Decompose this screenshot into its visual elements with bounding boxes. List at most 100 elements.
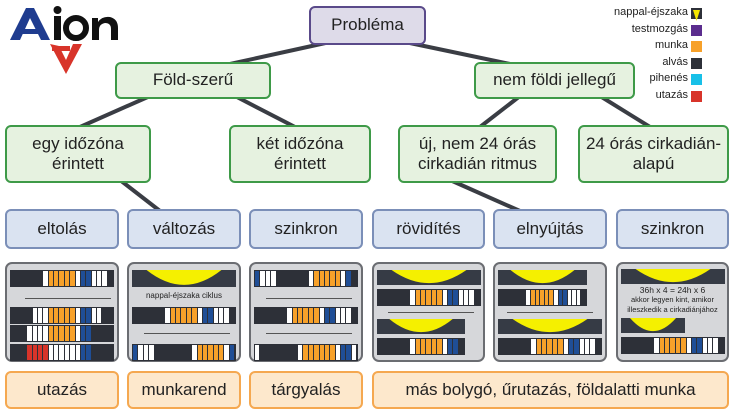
schedule-cell: [176, 308, 182, 323]
schedule-cell: [75, 271, 81, 286]
schedule-cell: [91, 345, 97, 360]
legend-swatch: [691, 41, 702, 53]
schedule-cell: [16, 345, 22, 360]
schedule-cell: [197, 308, 203, 323]
schedule-cell: [176, 345, 182, 360]
schedule-cell: [80, 271, 87, 286]
schedule-cell: [86, 345, 92, 360]
schedule-cell: [399, 290, 405, 305]
schedule-cell: [287, 345, 293, 360]
schedule-cell: [638, 338, 644, 353]
schedule-cell: [159, 345, 166, 360]
schedule-cell: [574, 339, 580, 354]
legend-swatch: [691, 57, 702, 69]
schedule-cell: [670, 338, 676, 353]
schedule-cell: [298, 345, 304, 360]
schedule-cell: [515, 339, 521, 354]
schedule-bar: [10, 270, 114, 287]
schedule-cell: [21, 326, 28, 341]
schedule-cell: [324, 308, 331, 323]
schedule-cell: [330, 271, 336, 286]
schedule-cell: [192, 345, 198, 360]
schedule-cell: [208, 345, 214, 360]
schedule-cell: [521, 290, 527, 305]
schedule-cell: [421, 339, 427, 354]
schedule-cell: [80, 308, 87, 323]
schedule-cell: [138, 345, 144, 360]
schedule-cell: [287, 308, 293, 323]
schedule-cell: [298, 271, 304, 286]
schedule-cell: [48, 308, 54, 323]
schedule-cell: [219, 308, 225, 323]
schedule-cell: [37, 271, 44, 286]
schedule-cell: [37, 308, 44, 323]
schedule-cell: [21, 345, 28, 360]
schedule-cell: [585, 339, 591, 354]
schedule-cell: [186, 345, 193, 360]
schedule-cell: [303, 308, 309, 323]
arrow-right: [144, 333, 230, 334]
schedule-cell: [27, 308, 33, 323]
schedule-cell: [154, 308, 160, 323]
schedule-cell: [154, 345, 160, 360]
schedule-cell: [143, 345, 150, 360]
schedule-cell: [16, 271, 22, 286]
schedule-cell: [21, 308, 28, 323]
schedule-cell: [80, 326, 87, 341]
schedule-cell: [298, 308, 304, 323]
schedule-cell: [107, 326, 114, 341]
schedule-cell: [525, 339, 532, 354]
schedule-cell: [567, 290, 573, 305]
schedule-cell: [654, 338, 660, 353]
schedule-cell: [265, 308, 272, 323]
schedule-cell: [335, 271, 341, 286]
schedule-cell: [64, 271, 71, 286]
schedule-cell: [388, 290, 395, 305]
schedule-cell: [255, 271, 261, 286]
schedule-cell: [54, 345, 60, 360]
schedule-cell: [70, 345, 76, 360]
schedule-cell: [383, 339, 389, 354]
schedule-cell: [431, 290, 438, 305]
schedule-cell: [351, 345, 358, 360]
schedule-cell: [292, 345, 298, 360]
schedule-cell: [97, 345, 103, 360]
schedule-cell: [378, 339, 384, 354]
schedule-cell: [341, 345, 347, 360]
schedule-cell: [91, 271, 97, 286]
shorten-node: rövidítés: [372, 209, 485, 249]
schedule-cell: [86, 271, 92, 286]
schedule-cell: [314, 308, 320, 323]
schedule-cell: [70, 271, 76, 286]
schedule-cell: [165, 308, 171, 323]
schedule-cell: [32, 345, 38, 360]
schedule-cell: [568, 339, 575, 354]
schedule-cell: [192, 308, 198, 323]
two-timezone-node: két időzóna érintett: [229, 125, 371, 183]
schedule-cell: [86, 326, 92, 341]
schedule-cell: [32, 271, 38, 286]
schedule-cell: [16, 326, 22, 341]
schedule-cell: [576, 290, 582, 305]
root-problem: Probléma: [309, 6, 426, 45]
schedule-cell: [542, 339, 548, 354]
schedule-cell: [102, 345, 108, 360]
schedule-cell: [48, 271, 54, 286]
schedule-cell: [70, 308, 76, 323]
schedule-cell: [102, 308, 108, 323]
schedule-cell: [260, 345, 266, 360]
schedule-cell: [453, 339, 459, 354]
formula-text: 36h x 4 = 24h x 6: [639, 285, 706, 295]
schedule-cell: [447, 339, 454, 354]
schedule-cell: [319, 345, 325, 360]
sync-node-1: szinkron: [249, 209, 363, 249]
schedule-cell: [37, 345, 44, 360]
schedule-cell: [11, 271, 17, 286]
schedule-bar: [377, 289, 481, 306]
schedule-bar: [498, 338, 602, 355]
schedule-cell: [64, 326, 71, 341]
schedule-cell: [260, 308, 266, 323]
schedule-bar: [254, 307, 358, 324]
schedule-cell: [622, 338, 628, 353]
schedule-cell: [229, 308, 236, 323]
